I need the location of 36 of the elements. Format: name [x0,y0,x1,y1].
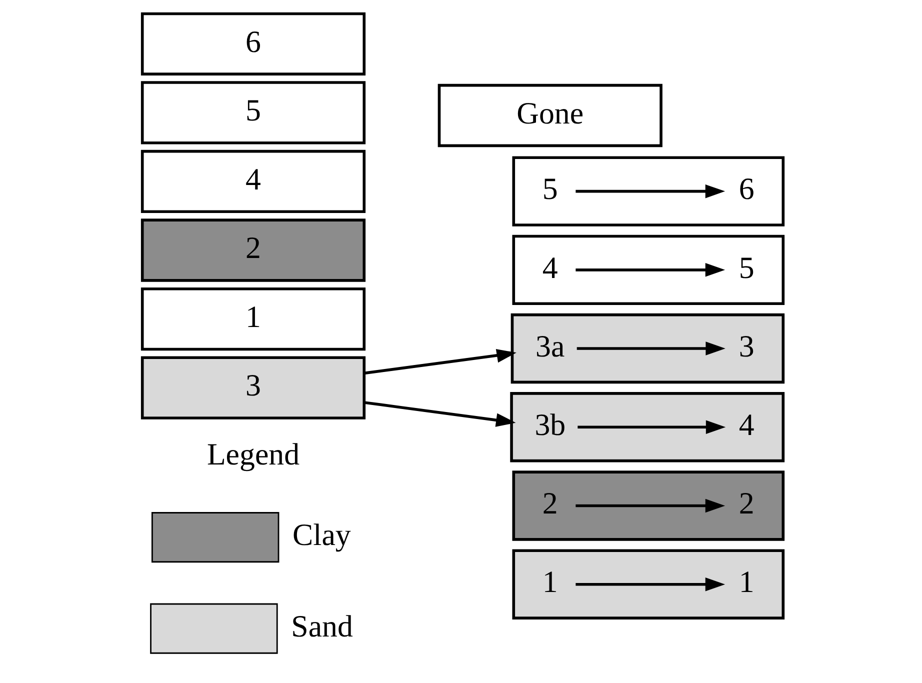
node-box: Gone [438,84,662,148]
node-box: 2 [140,218,366,282]
node-box: 6 [140,12,366,76]
node-text: 4 [542,250,558,285]
node-box: 3 [140,356,366,420]
node-text: 2 [738,486,754,521]
label: Legend [206,436,300,472]
arrow [364,348,516,375]
arrow [576,263,726,277]
node-text: 5 [542,171,558,206]
legend-label: Sand [291,608,353,644]
arrow [576,498,726,513]
node-text: 3a [536,328,565,364]
arrow [576,342,726,356]
node-box: 5 [140,81,366,144]
arrow [576,184,726,198]
cluster [512,234,785,305]
node-text: 3b [534,406,566,442]
node-text: 5 [738,250,754,285]
node-text: 6 [738,171,754,206]
node-box: 1 [140,287,366,351]
node-text: 1 [738,564,754,600]
arrow [576,577,726,592]
node-text: 3 [738,328,754,364]
cluster [512,549,785,620]
node-text: 1 [542,564,558,600]
cluster [510,313,785,384]
node-text: 4 [738,406,754,442]
node-text: 2 [542,486,558,521]
cluster [510,392,785,462]
arrow [578,420,726,434]
cluster [512,156,785,226]
cluster [512,470,785,541]
legend-label: Clay [292,517,351,552]
node-box: 4 [140,150,366,214]
arrow [364,401,516,427]
